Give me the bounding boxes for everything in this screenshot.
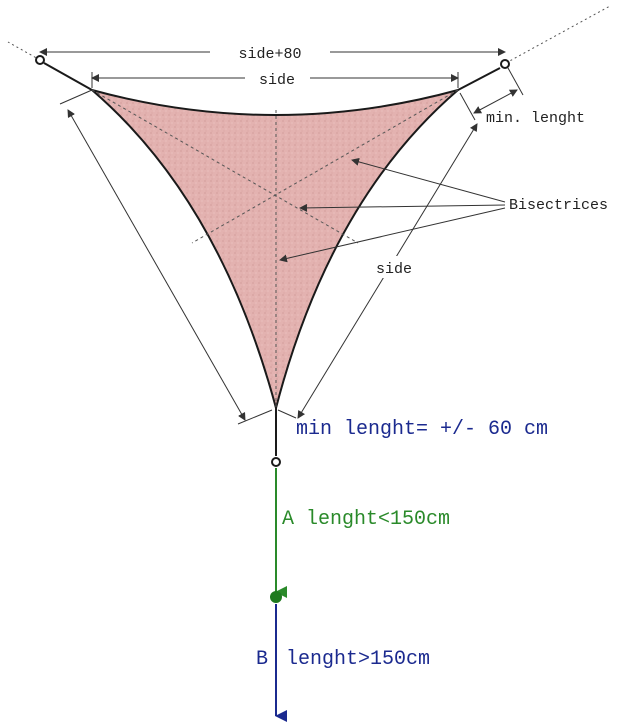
ring-left <box>35 55 45 65</box>
dotted-guide-right <box>505 5 611 64</box>
ring-bottom <box>271 457 281 467</box>
tension-line-left <box>43 62 93 91</box>
dim-line-min-length-right <box>473 89 518 114</box>
anchor-point <box>270 591 282 603</box>
label-side-right: side <box>376 261 412 278</box>
label-side-plus-80: side+80 <box>238 46 301 63</box>
label-min-length-bottom: min lenght= +/- 60 cm <box>296 418 548 441</box>
label-bisectrices: Bisectrices <box>509 197 608 214</box>
ring-right <box>500 59 510 69</box>
label-b-length: lenght>150cm <box>286 648 430 671</box>
label-min-length-right: min. lenght <box>486 110 585 127</box>
dotted-guide-left <box>7 41 41 61</box>
label-side-top: side <box>259 72 295 89</box>
label-a-length: A lenght<150cm <box>282 508 450 531</box>
tension-line-right <box>457 67 501 91</box>
label-b-prefix: B <box>256 648 268 671</box>
dim-line-side-left <box>67 109 246 421</box>
